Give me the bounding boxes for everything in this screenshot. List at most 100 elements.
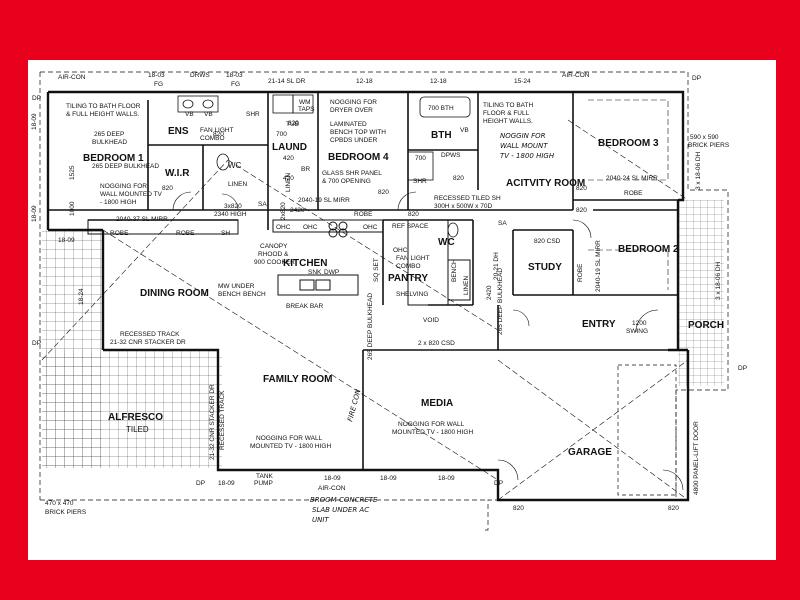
room-dining: DINING ROOM: [140, 288, 209, 299]
ohc-2: OHC: [303, 224, 318, 231]
dim-420a: 420: [283, 155, 294, 162]
aircon-1: AIR-CON: [58, 74, 86, 81]
dim-top-1803: 18-03: [148, 72, 165, 79]
note-bulkhead-2: BULKHEAD: [92, 139, 127, 146]
vb-label-3: VB: [460, 127, 469, 134]
handwritten-broom-1: BROOM CONCRETE: [310, 496, 378, 504]
sa-2: SA: [498, 220, 507, 227]
bulkhead-c: 265 DEEP BULKHEAD: [92, 163, 159, 170]
note-breakbar: BREAK BAR: [286, 303, 324, 310]
room-wir: W.I.R: [165, 168, 190, 179]
dim-1200: 1200: [632, 320, 647, 327]
note-combo-2: COMBO: [396, 263, 421, 270]
note-tv-1a: NOGGING FOR: [100, 183, 147, 190]
dim-3x820: 3x820: [224, 203, 242, 210]
note-canopy-1: CANOPY: [260, 243, 288, 250]
floor-plan-sheet: BEDROOM 1 ENS W.I.R WC LAUND BEDROOM 4 B…: [28, 60, 776, 560]
note-mw-2: BENCH: [218, 291, 241, 298]
dim-820g: 820: [576, 207, 587, 214]
dim-2x820: 2x820: [280, 202, 287, 220]
robe-3: ROBE: [354, 211, 373, 218]
room-activity: ACITVITY ROOM: [506, 178, 585, 189]
note-lam-3: CPBDS UNDER: [330, 137, 378, 144]
room-bedroom4: BEDROOM 4: [328, 152, 389, 163]
shelving-label: SHELVING: [396, 291, 428, 298]
ohc-3: OHC: [363, 224, 378, 231]
v700-b: 700: [276, 131, 287, 138]
aircon-2: AIR-CON: [562, 72, 590, 79]
note-family-tv-1: NOGGING FOR WALL: [256, 435, 323, 442]
note-mw: MW UNDER: [218, 283, 255, 290]
dim-2x820csd: 2 x 820 CSD: [418, 340, 455, 347]
room-porch: PORCH: [688, 320, 724, 331]
dim-1000: 1000: [69, 201, 76, 216]
robe-2: ROBE: [176, 230, 195, 237]
dim-2040-37: 2040-37 SL MIRR: [116, 216, 168, 223]
note-fanlight-1: FAN LIGHT: [200, 127, 234, 134]
note-combo-1: COMBO: [200, 135, 225, 142]
ohc-4: OHC: [393, 247, 408, 254]
dim-top-draws: DRWS: [190, 72, 210, 79]
dim-820a: 820: [162, 185, 173, 192]
dim-2340: 2340 HIGH: [214, 211, 247, 218]
roof-lines: [41, 99, 689, 501]
room-ens: ENS: [168, 126, 189, 137]
dim-2420b: 2420: [486, 285, 493, 300]
dim-top-1803b: 18-03: [226, 72, 243, 79]
dim-470: 470 x 470: [45, 500, 74, 507]
note-tv-1b: WALL MOUNTED TV: [100, 191, 163, 198]
note-recessed-2: 300H x 500W x 70D: [434, 203, 492, 210]
shr-label-1: SHR: [246, 111, 260, 118]
note-tiling-2c: HEIGHT WALLS.: [483, 118, 533, 125]
dim-2420: 2420: [290, 207, 305, 214]
note-tiling-2a: TILING TO BATH: [483, 102, 534, 109]
snk-label: SNK: [308, 269, 322, 276]
tub-label: TUB: [286, 121, 299, 128]
note-tiling-1a: TILING TO BATH FLOOR: [66, 103, 141, 110]
porch-tiles: [678, 200, 724, 386]
linen-1: LINEN: [228, 181, 247, 188]
dim-820h: 820: [408, 211, 419, 218]
dim-820i: 820: [513, 505, 524, 512]
dim-right-3x1806b: 3 x 18-06 DH: [715, 261, 722, 300]
note-dryer-2: DRYER OVER: [330, 107, 373, 114]
dim-2040-24: 2040-24 SL MIRR: [606, 175, 658, 182]
robe-4: ROBE: [624, 190, 643, 197]
room-bedroom1: BEDROOM 1: [83, 153, 144, 164]
dim-590: 590 x 590: [690, 134, 719, 141]
dim-fg2: FG: [231, 81, 240, 88]
note-media-tv-2: MOUNTED TV - 1800 HIGH: [392, 429, 473, 436]
v700-a: 700: [415, 155, 426, 162]
dim-left-1809c: 18-09: [58, 237, 75, 244]
taps-label: TAPS: [298, 106, 315, 113]
room-bedroom3: BEDROOM 3: [598, 138, 659, 149]
dp-3: DP: [494, 480, 503, 487]
room-entry: ENTRY: [582, 319, 616, 330]
room-alfresco: ALFRESCO: [108, 412, 163, 423]
dim-2040-19b: 2040-19 SL MIRR: [595, 240, 602, 292]
room-wc2: WC: [438, 237, 455, 248]
room-media: MEDIA: [421, 398, 453, 409]
note-fanlight-2: FAN LIGHT: [396, 255, 430, 262]
dim-left-1824: 18-24: [78, 288, 85, 305]
dim-bottom-1809a: 18-09: [218, 480, 235, 487]
dim-left-1809a: 18-09: [31, 113, 38, 130]
room-kitchen: KITCHEN: [283, 258, 327, 269]
note-recessed-1: RECESSED TILED SH: [434, 195, 501, 202]
dim-1525: 1525: [69, 165, 76, 180]
note-tv-1c: - 1800 HIGH: [100, 199, 137, 206]
floor-plan-drawing: BEDROOM 1 ENS W.I.R WC LAUND BEDROOM 4 B…: [31, 71, 747, 531]
pump-label: PUMP: [254, 480, 273, 487]
dim-820d: 820: [378, 189, 389, 196]
note-canopy-3: 900 COOKER: [254, 259, 295, 266]
bulkhead-b: 265 DEEP BULKHEAD: [497, 268, 504, 335]
bench-2: BENCH: [243, 291, 266, 298]
dim-bottom-1809b: 18-09: [324, 475, 341, 482]
dim-820csd: 820 CSD: [534, 238, 561, 245]
note-tiling-1b: & FULL HEIGHT WALLS.: [66, 111, 140, 118]
sh-label: SH: [221, 230, 230, 237]
alfresco-tiles-lower: [42, 350, 222, 468]
alfresco-tiled: TILED: [126, 425, 149, 434]
dim-820b: 820: [213, 131, 224, 138]
dim-top-1218a: 12-18: [356, 78, 373, 85]
